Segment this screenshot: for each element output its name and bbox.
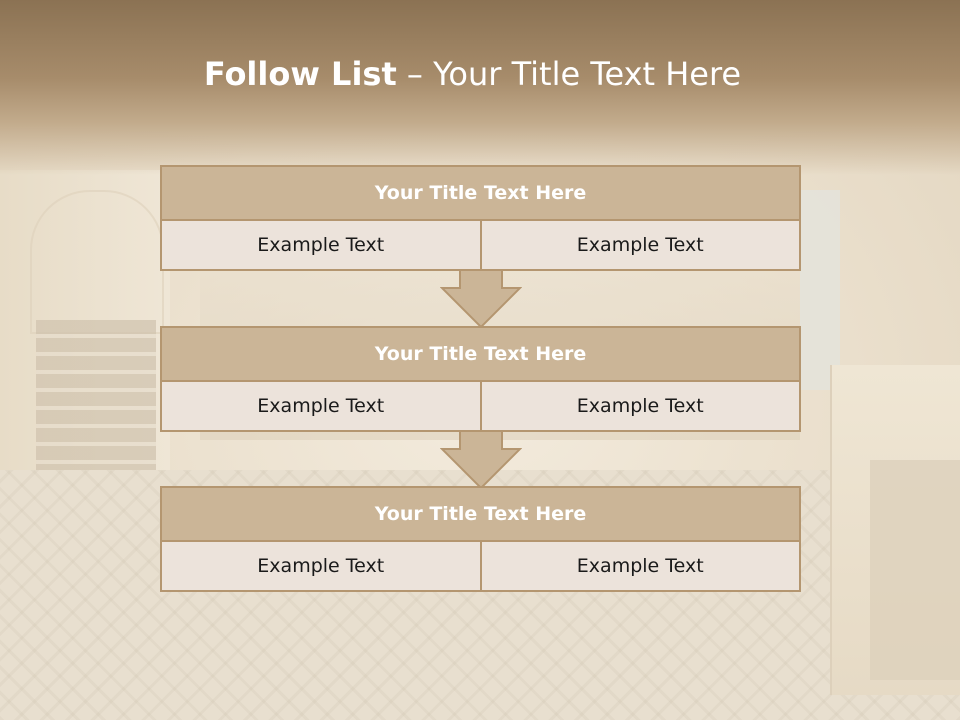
step-row-2: Example Text Example Text <box>160 382 801 432</box>
step-row-3: Example Text Example Text <box>160 542 801 592</box>
step-block-1: Your Title Text Here Example Text Exampl… <box>160 165 801 271</box>
down-arrow-icon <box>440 270 522 329</box>
step-2-left-text: Example Text <box>160 382 482 432</box>
step-title-3: Your Title Text Here <box>160 486 801 542</box>
slide-title-bold: Follow List <box>203 55 397 93</box>
step-3-right-text: Example Text <box>481 542 801 592</box>
header-band <box>0 0 960 175</box>
background-staircase <box>36 320 156 470</box>
background-window <box>800 190 840 390</box>
background-staircase-arch <box>30 190 164 334</box>
slide-title: Follow List – Your Title Text Here <box>0 55 945 93</box>
down-arrow-icon <box>440 431 522 490</box>
step-block-2: Your Title Text Here Example Text Exampl… <box>160 326 801 432</box>
step-block-3: Your Title Text Here Example Text Exampl… <box>160 486 801 592</box>
step-1-left-text: Example Text <box>160 221 482 271</box>
step-2-right-text: Example Text <box>481 382 801 432</box>
step-3-left-text: Example Text <box>160 542 482 592</box>
step-title-1: Your Title Text Here <box>160 165 801 221</box>
background-fireplace-opening <box>870 460 960 680</box>
step-row-1: Example Text Example Text <box>160 221 801 271</box>
slide-title-rest: – Your Title Text Here <box>396 55 742 93</box>
step-title-2: Your Title Text Here <box>160 326 801 382</box>
step-1-right-text: Example Text <box>481 221 801 271</box>
